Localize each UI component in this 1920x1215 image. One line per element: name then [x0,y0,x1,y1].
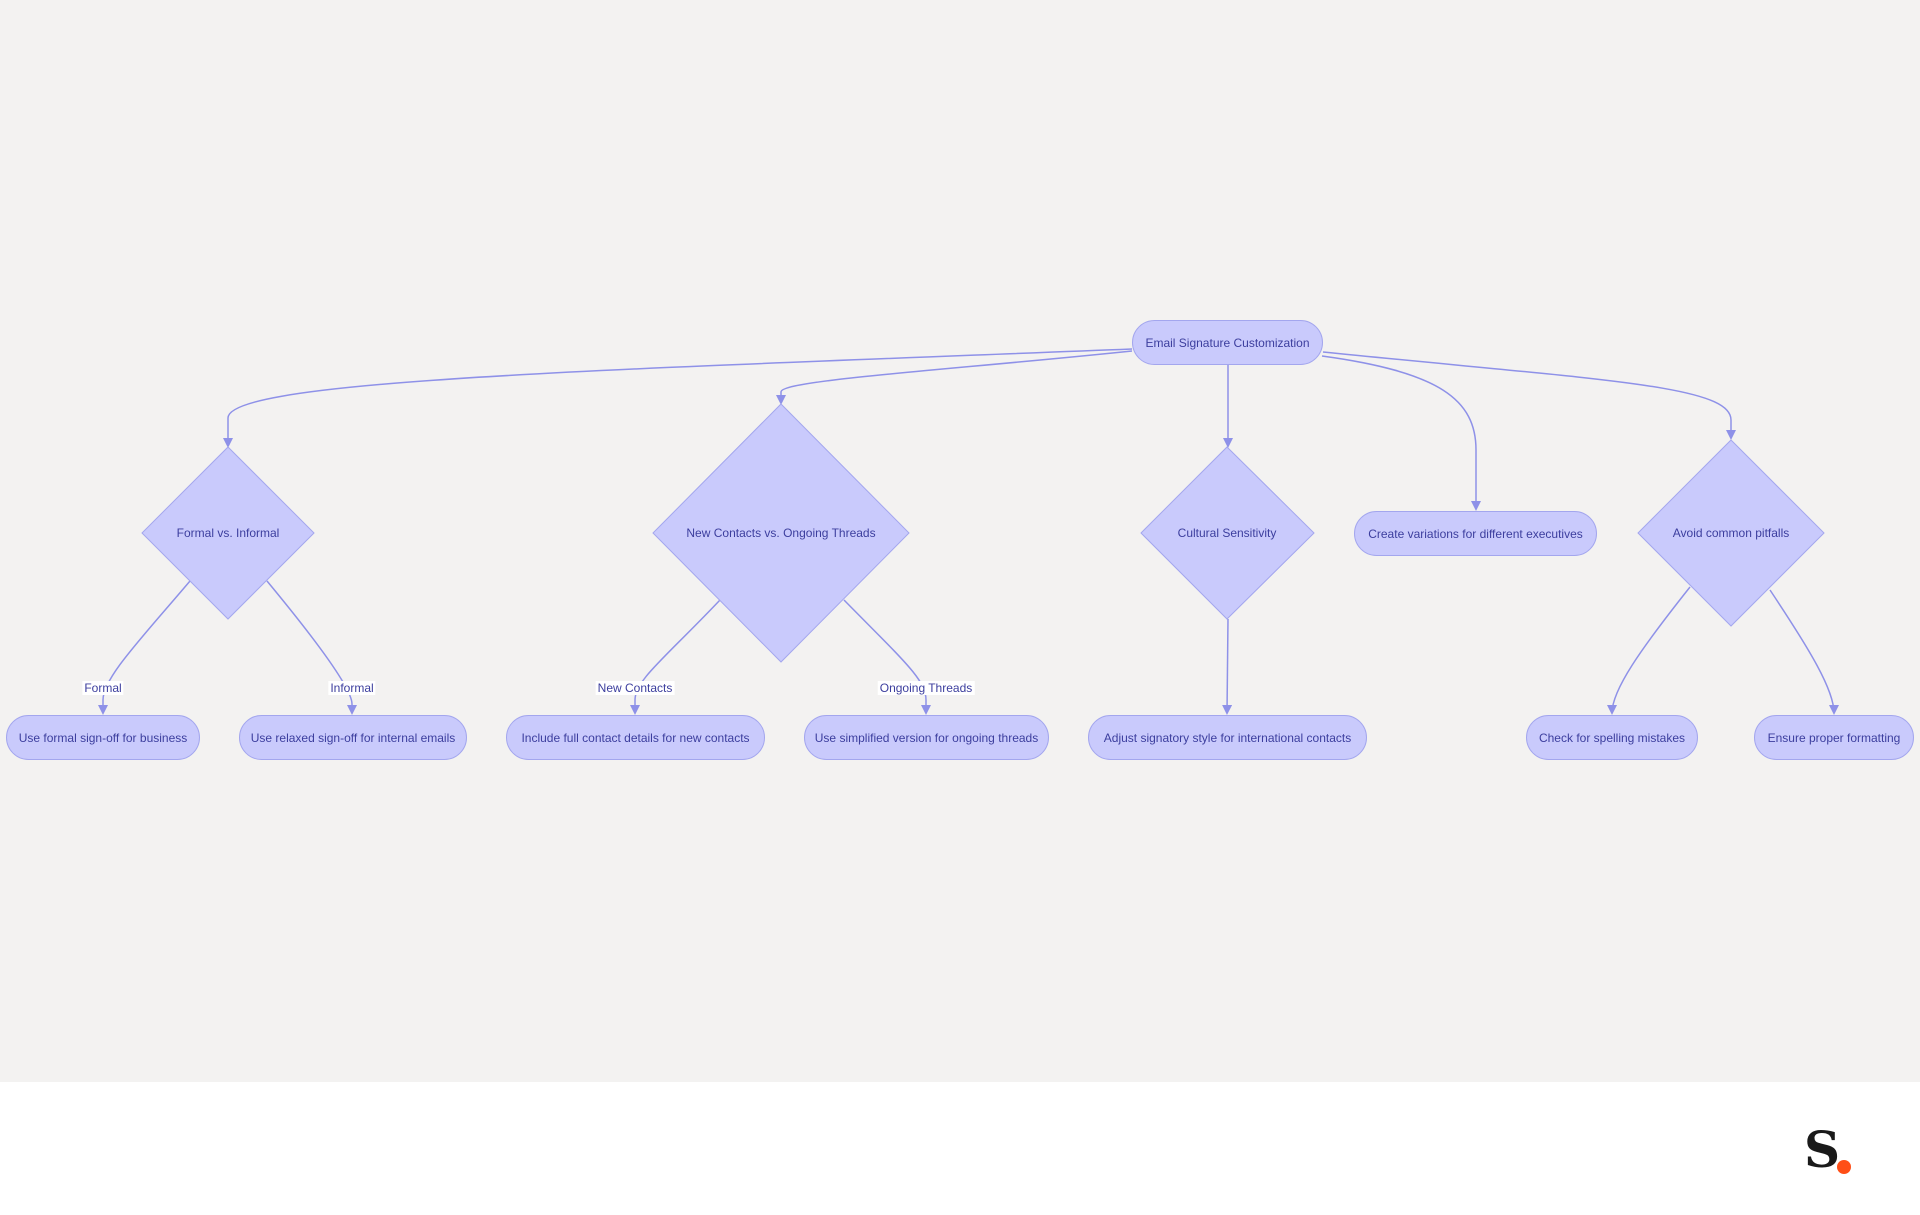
action-informal[interactable]: Use relaxed sign-off for internal emails [239,715,467,760]
decision-new-ongoing[interactable]: New Contacts vs. Ongoing Threads [686,526,876,540]
edge-ongoing [843,599,931,715]
action-international[interactable]: Adjust signatory style for international… [1088,715,1367,760]
edge-cultural-international [1222,618,1233,715]
logo-letter: S [1804,1125,1840,1175]
decision-new-ongoing-shape [652,403,910,663]
action-executives[interactable]: Create variations for different executiv… [1354,511,1597,556]
brand-logo: S [1804,1125,1851,1175]
decision-formal-informal-shape [141,446,315,620]
edge-spelling [1607,586,1691,715]
decision-cultural-shape [1140,446,1315,620]
edge-informal [266,580,357,715]
root-node[interactable]: Email Signature Customization [1132,320,1323,365]
edge-label-formal: Formal [82,681,124,695]
diagram-canvas: Email Signature Customization Formal vs.… [0,0,1920,1082]
edge-label-new-contacts: New Contacts [595,681,675,695]
logo-dot [1837,1160,1851,1174]
decision-formal-informal[interactable]: Formal vs. Informal [176,526,280,540]
decision-pitfalls[interactable]: Avoid common pitfalls [1672,526,1790,540]
edge-root-pitfalls [1322,351,1736,440]
edge-new-contacts [630,599,721,715]
edge-formatting [1769,589,1839,715]
edge-root-formal-informal [223,348,1133,448]
action-ongoing[interactable]: Use simplified version for ongoing threa… [804,715,1049,760]
decision-pitfalls-shape [1637,439,1825,627]
action-spelling[interactable]: Check for spelling mistakes [1526,715,1698,760]
footer [0,1082,1920,1215]
decision-cultural[interactable]: Cultural Sensitivity [1177,526,1277,540]
action-new-contacts[interactable]: Include full contact details for new con… [506,715,765,760]
action-formal[interactable]: Use formal sign-off for business [6,715,200,760]
edge-root-new-ongoing [776,350,1133,405]
edge-formal [98,580,191,715]
edge-root-executives [1321,355,1481,511]
edge-label-informal: Informal [328,681,376,695]
diagram-edges [98,348,1839,715]
edge-label-ongoing: Ongoing Threads [877,681,975,695]
action-formatting[interactable]: Ensure proper formatting [1754,715,1914,760]
